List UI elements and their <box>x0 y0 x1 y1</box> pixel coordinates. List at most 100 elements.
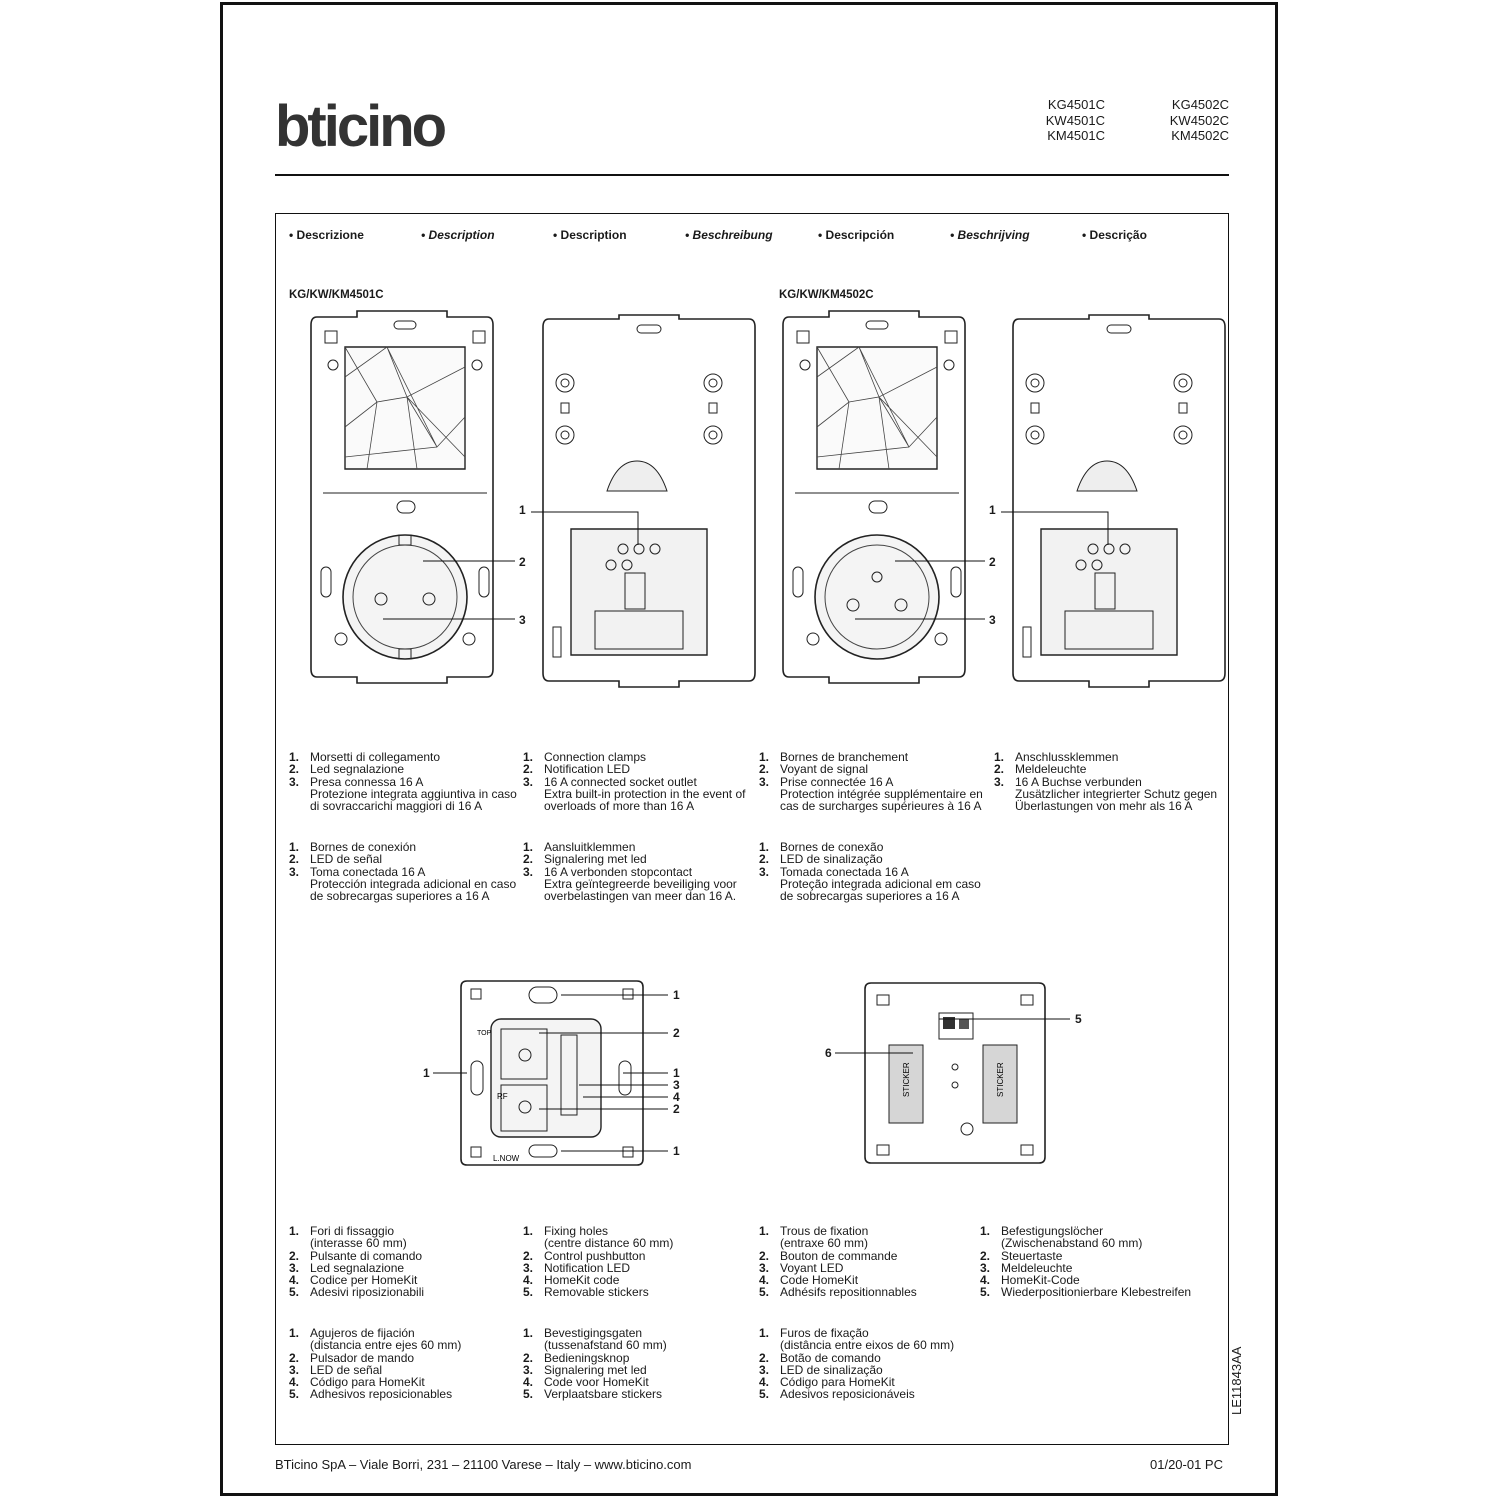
lang-label-de: • Beschreibung <box>685 228 773 242</box>
legend-item: Fori di fissaggio (interasse 60 mm) <box>310 1224 407 1251</box>
legend-item: Code voor HomeKit <box>544 1375 649 1390</box>
legend-item: Trous de fixation (entraxe 60 mm) <box>780 1224 869 1251</box>
legend-socket-de: 1.Anschlussklemmen 2.Meldeleuchte 3.16 A… <box>994 750 1218 814</box>
callout-3: 3 <box>989 613 996 627</box>
lang-label-fr: • Description <box>553 228 627 242</box>
product-code: KW4501C <box>1045 112 1105 128</box>
legend-socket-it: 1.Morsetti di collegamento 2.Led segnala… <box>289 750 517 814</box>
legend-module-es: 1.Agujeros de fijación (distancia entre … <box>289 1326 462 1402</box>
product-codes-col2: KG4502C KW4502C KM4502C <box>1129 97 1229 144</box>
legend-item: Fixing holes (centre distance 60 mm) <box>544 1224 674 1251</box>
callout-3: 3 <box>673 1078 680 1092</box>
legend-item: Control pushbutton <box>544 1248 646 1263</box>
product-code: KM4502C <box>1171 128 1229 143</box>
callout-2: 2 <box>673 1102 680 1116</box>
module-back-illustration: STICKER STICKER <box>857 975 1053 1171</box>
legend-socket-es: 1.Bornes de conexión 2.LED de señal 3.To… <box>289 840 517 904</box>
legend-item: Adhésifs repositionnables <box>780 1285 917 1300</box>
module-callout-lines <box>223 5 1281 1205</box>
legend-item: Bedieningsknop <box>544 1350 630 1365</box>
legend-item: Bornes de conexión <box>310 840 417 854</box>
socket-callout-lines <box>223 5 1281 705</box>
lang-label-es: • Descripción <box>818 228 895 242</box>
legend-item: LED de sinalização <box>780 852 883 867</box>
legend-item: Bevestigingsgaten (tussenafstand 60 mm) <box>544 1326 667 1353</box>
callout-2: 2 <box>673 1026 680 1040</box>
legend-module-pt: 1.Furos de fixação (distância entre eixo… <box>759 1326 955 1402</box>
callout-6: 6 <box>825 1046 832 1060</box>
legend-item: LED de sinalização <box>780 1362 883 1377</box>
legend-item: 16 A verbonden stopcontact Extra geïnteg… <box>544 864 737 904</box>
lang-label-it: • Descrizione <box>289 228 364 242</box>
legend-item: Presa connessa 16 A Protezione integrata… <box>310 774 517 814</box>
product-title-4502: KG/KW/KM4502C <box>779 289 874 301</box>
product-code: KW4502C <box>1169 112 1229 128</box>
legend-item: HomeKit code <box>544 1273 620 1288</box>
lang-label-nl: • Beschrijving <box>950 228 1030 242</box>
callout-1: 1 <box>673 1066 680 1080</box>
legend-socket-en: 1.Connection clamps 2.Notification LED 3… <box>523 750 746 814</box>
brand-logo: bticino <box>275 94 447 159</box>
legend-item: Pulsante di comando <box>310 1248 423 1263</box>
document-id: LE11843AA <box>1229 1346 1244 1415</box>
callout-1: 1 <box>673 1144 680 1158</box>
document-page: bticino KG4501C KW4501C KM4501C KG4502C … <box>220 2 1278 1496</box>
legend-item: Signalering met led <box>544 1362 647 1377</box>
legend-item: Código para HomeKit <box>310 1375 425 1390</box>
legend-item: Bornes de branchement <box>780 750 909 764</box>
callout-5: 5 <box>1075 1012 1082 1026</box>
legend-socket-pt: 1.Bornes de conexão 2.LED de sinalização… <box>759 840 981 904</box>
legend-item: Led segnalazione <box>310 1260 405 1275</box>
content-frame <box>275 213 1229 1445</box>
legend-item: Led segnalazione <box>310 762 405 777</box>
legend-item: Agujeros de fijación (distancia entre ej… <box>310 1326 462 1353</box>
legend-item: Tomada conectada 16 A Proteção integrada… <box>780 864 981 904</box>
sticker-label: STICKER <box>996 1062 1005 1097</box>
callout-4: 4 <box>673 1090 680 1104</box>
legend-module-it: 1.Fori di fissaggio (interasse 60 mm) 2.… <box>289 1224 425 1300</box>
legend-item: Toma conectada 16 A Protección integrada… <box>310 864 517 904</box>
legend-item: Signalering met led <box>544 852 647 867</box>
legend-item: Codice per HomeKit <box>310 1273 418 1288</box>
legend-item: Befestigungslöcher (Zwischenabstand 60 m… <box>1001 1224 1143 1251</box>
legend-module-fr: 1.Trous de fixation (entraxe 60 mm) 2.Bo… <box>759 1224 917 1300</box>
sticker-label: STICKER <box>902 1062 911 1097</box>
callout-3: 3 <box>519 613 526 627</box>
legend-item: Código para HomeKit <box>780 1375 895 1390</box>
product-code: KM4501C <box>1047 128 1105 143</box>
legend-item: Aansluitklemmen <box>544 840 636 854</box>
rf-label: RF <box>497 1092 508 1101</box>
socket-4501-front-illustration <box>310 310 494 684</box>
legend-module-nl: 1.Bevestigingsgaten (tussenafstand 60 mm… <box>523 1326 667 1402</box>
lang-label-en: • Description <box>421 228 495 242</box>
legend-item: Bornes de conexão <box>780 840 884 854</box>
legend-item: Meldeleuchte <box>1001 1260 1073 1275</box>
legend-item: 16 A connected socket outlet Extra built… <box>544 774 746 814</box>
callout-1: 1 <box>423 1066 430 1080</box>
legend-module-en: 1.Fixing holes (centre distance 60 mm) 2… <box>523 1224 674 1300</box>
legend-item: Botão de comando <box>780 1350 881 1365</box>
callout-1: 1 <box>673 988 680 1002</box>
legend-item: Anschlussklemmen <box>1015 750 1119 764</box>
legend-item: Steuertaste <box>1001 1248 1063 1263</box>
legend-item: Connection clamps <box>544 750 647 764</box>
legend-socket-nl: 1.Aansluitklemmen 2.Signalering met led … <box>523 840 737 904</box>
legend-item: Wiederpositionierbare Klebestreifen <box>1001 1285 1192 1300</box>
legend-item: Furos de fixação (distância entre eixos … <box>780 1326 955 1353</box>
product-title-4501: KG/KW/KM4501C <box>289 289 384 301</box>
legend-item: LED de señal <box>310 1362 383 1377</box>
product-code: KG4501C <box>1047 97 1105 112</box>
footer-version: 01/20-01 PC <box>1150 1457 1223 1472</box>
legend-item: Verplaatsbare stickers <box>544 1387 663 1402</box>
header-divider <box>275 174 1229 176</box>
legend-item: Code HomeKit <box>780 1273 859 1288</box>
module-front-illustration: TOP RF L.NOW <box>457 975 647 1171</box>
lang-label-pt: • Descrição <box>1082 228 1147 242</box>
callout-2: 2 <box>989 555 996 569</box>
legend-item: Bouton de commande <box>780 1248 898 1263</box>
legend-item: Morsetti di collegamento <box>310 750 441 764</box>
legend-item: Prise connectée 16 A Protection intégrée… <box>780 774 983 814</box>
product-codes-col1: KG4501C KW4501C KM4501C <box>1003 97 1105 144</box>
top-label: TOP <box>477 1030 492 1037</box>
legend-item: Pulsador de mando <box>310 1350 415 1365</box>
